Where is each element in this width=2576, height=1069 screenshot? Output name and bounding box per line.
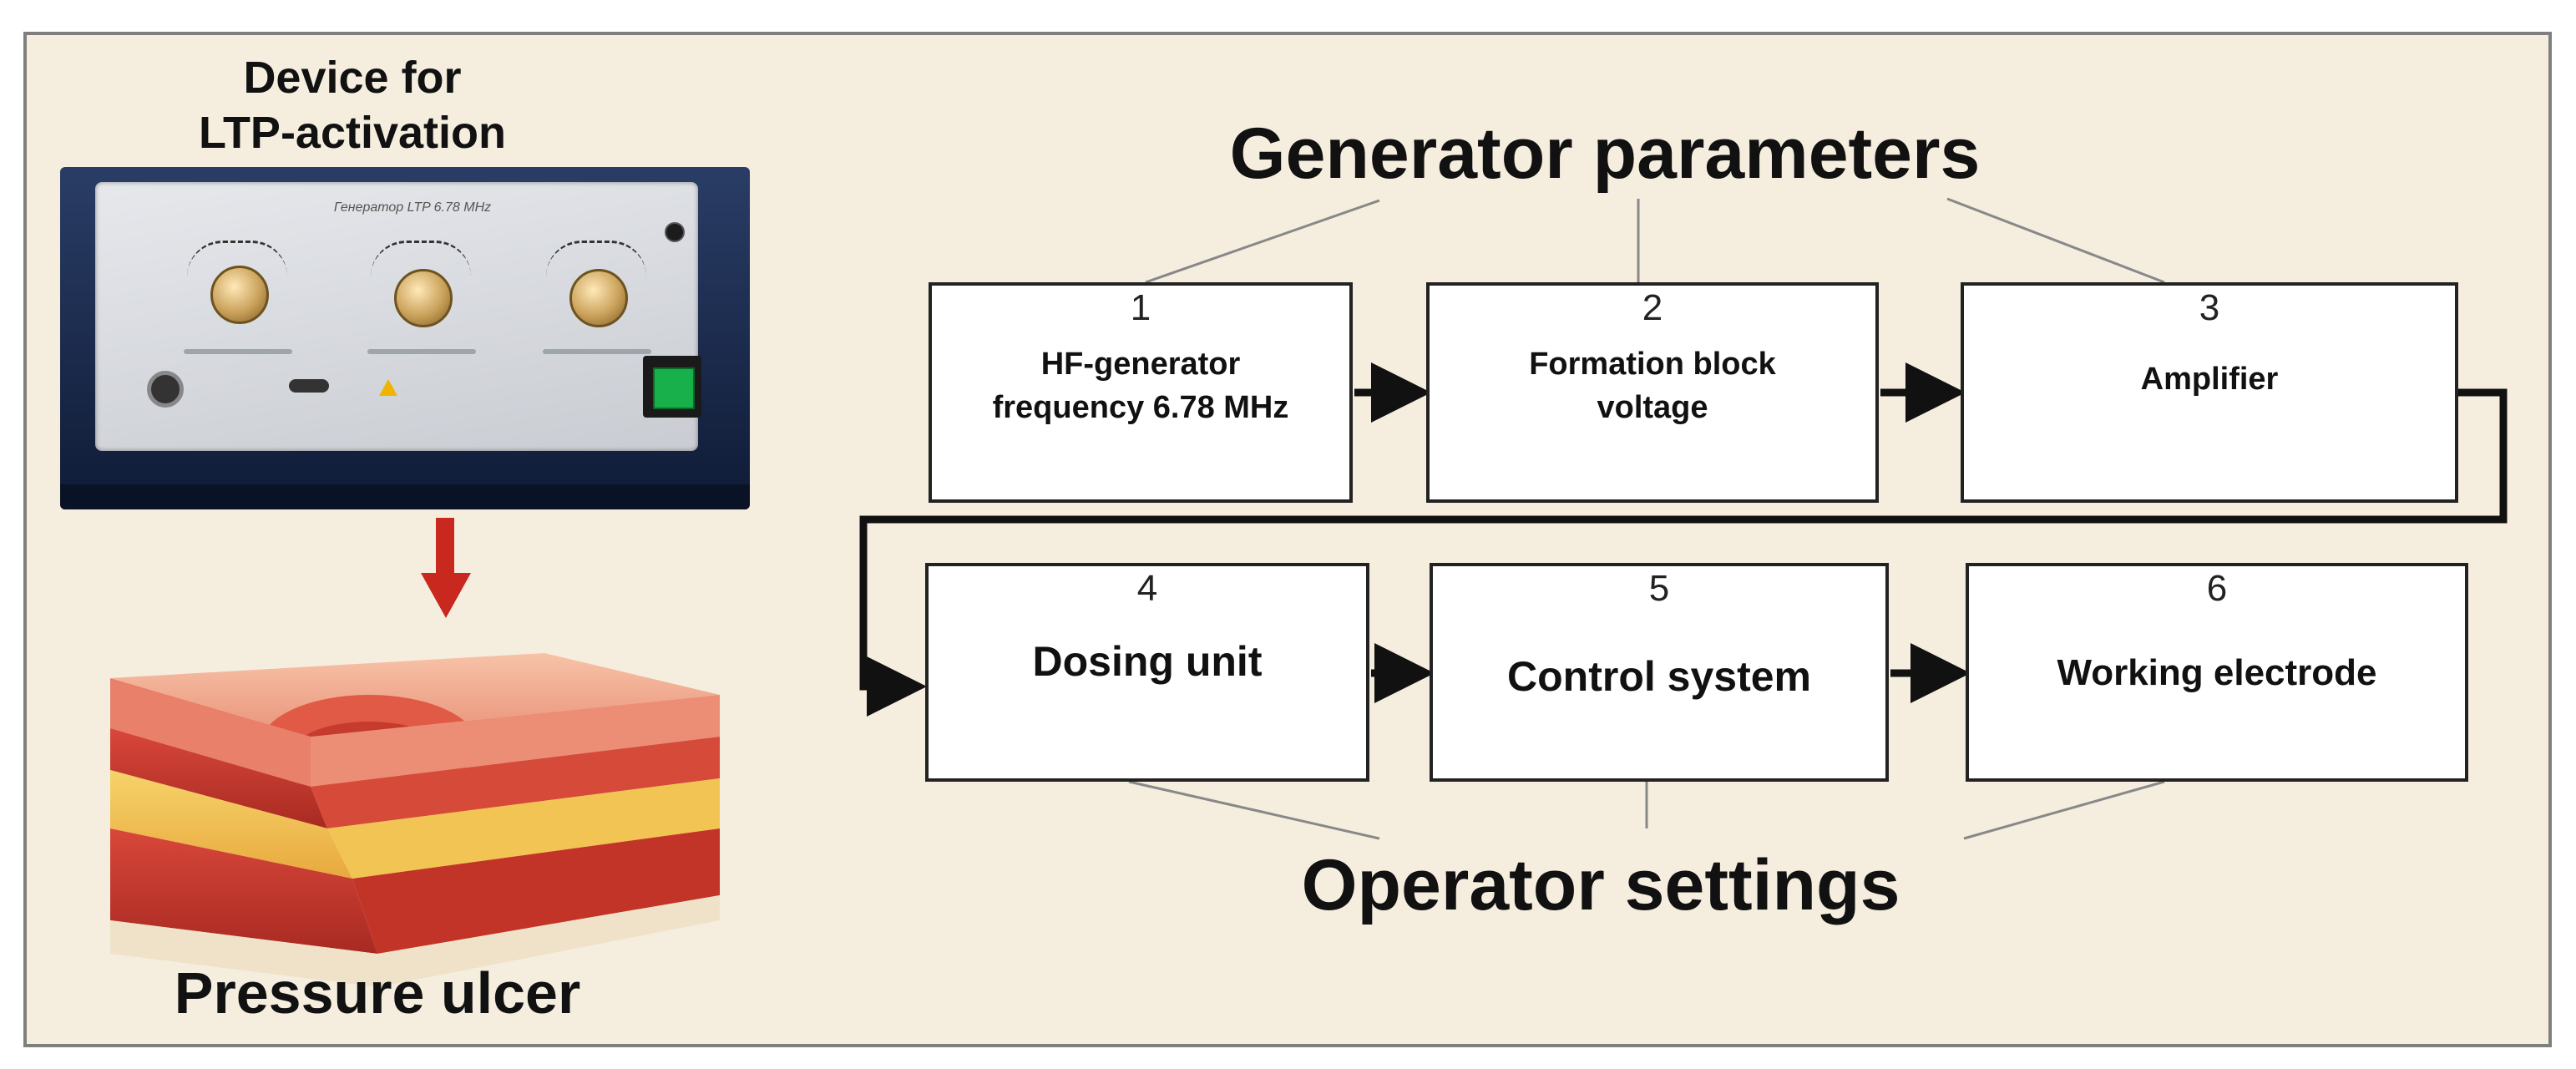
block-dosing-unit: 4 Dosing unit xyxy=(925,563,1369,782)
knob-label-3 xyxy=(543,349,651,354)
power-switch xyxy=(643,356,701,418)
block-6-line1: Working electrode xyxy=(2057,652,2377,693)
side-fat xyxy=(327,778,720,879)
knob-label-2 xyxy=(367,349,476,354)
block-4-line1: Dosing unit xyxy=(1032,638,1263,685)
callout-line-1 xyxy=(1145,199,1380,284)
block-3-number: 3 xyxy=(2199,287,2220,328)
pressure-ulcer-label: Pressure ulcer xyxy=(174,960,581,1026)
device-front-panel: Генератор LTP 6.78 MHz xyxy=(95,182,701,451)
block-1-line1: HF-generator xyxy=(1040,347,1241,382)
output-connector xyxy=(147,371,184,408)
skin-top-surface xyxy=(110,653,720,737)
device-title: Device for LTP-activation xyxy=(119,50,586,160)
device-panel-text: Генератор LTP 6.78 MHz xyxy=(333,200,492,215)
operator-settings-heading: Operator settings xyxy=(1301,845,1900,925)
block-4-number: 4 xyxy=(1136,568,1158,609)
side-dermis xyxy=(311,737,720,828)
knob-scale-1 xyxy=(187,241,287,276)
callout-line-3 xyxy=(1946,197,2165,284)
fat-layer xyxy=(110,770,352,879)
ce-mark xyxy=(289,379,329,393)
callout-line-6 xyxy=(1963,780,2165,840)
block-1-number: 1 xyxy=(1130,287,1151,328)
block-hf-generator: 1 HF-generator frequency 6.78 MHz xyxy=(929,282,1353,503)
block-5-number: 5 xyxy=(1648,568,1670,609)
side-epidermis xyxy=(311,695,720,787)
figure-frame: Device for LTP-activation Генератор LTP … xyxy=(23,32,2552,1047)
arrow-3-to-4 xyxy=(859,388,2508,717)
knob-label-1 xyxy=(184,349,292,354)
device-photo: Генератор LTP 6.78 MHz xyxy=(60,167,750,509)
block-amplifier: 3 Amplifier xyxy=(1961,282,2458,503)
muscle-layer xyxy=(110,828,377,954)
device-title-line2: LTP-activation xyxy=(198,108,507,158)
device-base xyxy=(60,484,750,509)
indicator-led xyxy=(665,222,685,242)
block-2-line1: Formation block xyxy=(1529,347,1776,382)
dermis-layer xyxy=(110,728,327,828)
callout-line-4 xyxy=(1128,780,1380,840)
block-3-line1: Amplifier xyxy=(2140,362,2279,397)
block-1-line2: frequency 6.78 MHz xyxy=(992,390,1289,425)
knob-1 xyxy=(210,266,269,324)
block-5-line1: Control system xyxy=(1507,653,1811,700)
block-formation-voltage: 2 Formation block voltage xyxy=(1426,282,1879,503)
red-arrow-head xyxy=(421,573,471,618)
knob-scale-3 xyxy=(546,241,646,276)
power-switch-face xyxy=(653,367,695,409)
knob-3 xyxy=(569,269,628,327)
block-working-electrode: 6 Working electrode xyxy=(1966,563,2468,782)
pressure-ulcer-illustration xyxy=(77,620,762,1012)
epidermis-layer xyxy=(110,678,311,787)
device-title-line1: Device for xyxy=(243,53,462,103)
knob-scale-2 xyxy=(371,241,471,276)
red-arrow-shaft xyxy=(436,518,454,576)
knob-2 xyxy=(394,269,453,327)
bone-base xyxy=(110,895,720,987)
block-2-line2: voltage xyxy=(1597,390,1708,425)
connector-lines xyxy=(859,197,2508,840)
block-2-number: 2 xyxy=(1642,287,1663,328)
block-6-number: 6 xyxy=(2206,568,2228,609)
side-muscle xyxy=(352,828,720,954)
block-control-system: 5 Control system xyxy=(1430,563,1889,782)
generator-parameters-heading: Generator parameters xyxy=(1229,114,1981,194)
warning-triangle-icon xyxy=(379,379,397,396)
